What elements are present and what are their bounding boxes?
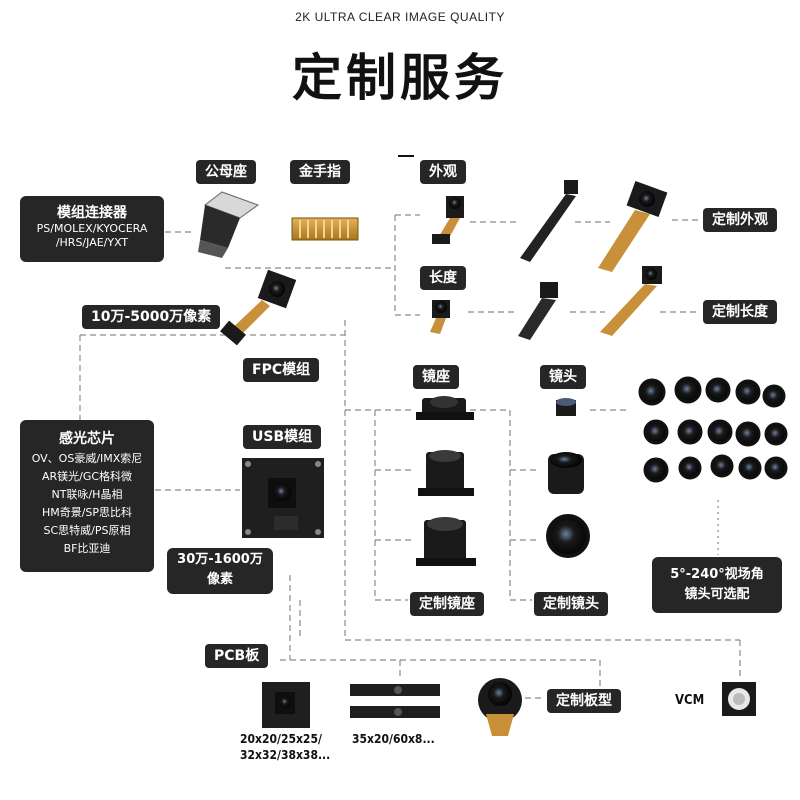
lens-images [546,398,590,558]
label-pcb-board: PCB板 [205,644,269,668]
sensor-box-line: HM奇景/SP思比科 [41,506,133,519]
sensor-box-line: OV、OS豪威/IMX索尼 [31,452,143,465]
label-lens-holder: 镜座 [413,365,459,389]
connector-box-title: 模组连接器 [57,205,127,221]
label-custom-lens: 定制镜头 [534,592,608,616]
pcb-square-sizes-line1: 20x20/25x25/ [240,732,322,746]
fov-line1: 5°-240°视场角 [670,567,764,582]
connector-box-line: /HRS/JAE/YXT [55,236,129,249]
label-custom-board: 定制板型 [547,689,621,713]
label-pixels-fpc: 10万-5000万像素 [82,305,221,329]
usb-module-image [242,458,324,538]
pcb-square-sizes-line2: 32x32/38x38... [240,748,331,762]
sensor-box-line: AR镁光/GC格科微 [41,470,133,483]
lens-grid-images [638,376,788,483]
lens-holder-images [416,396,476,566]
page-title: 定制服务 [292,49,508,107]
label-appearance: 外观 [420,160,466,184]
fov-box: 5°-240°视场角 镜头可选配 [652,557,782,613]
header-subtitle: 2K ULTRA CLEAR IMAGE QUALITY [295,10,505,24]
socket-connector-image [198,191,260,258]
label-fpc-module: FPC模组 [243,358,320,382]
label-usb-module: USB模组 [243,425,322,449]
pcb-board-images [262,678,522,736]
sensor-box-line: SC思特威/PS原相 [43,524,131,537]
sensor-box-title: 感光芯片 [59,431,115,447]
pixels-usb-line1: 30万-1600万 [177,552,263,567]
sensor-chip-box: 感光芯片 OV、OS豪威/IMX索尼 AR镁光/GC格科微 NT联咏/H晶相 H… [20,420,154,572]
pcb-strip-sizes: 35x20/60x8... [352,732,435,746]
label-custom-lens-holder: 定制镜座 [410,592,484,616]
label-lens: 镜头 [540,365,586,389]
connector-box: 模组连接器 PS/MOLEX/KYOCERA /HRS/JAE/YXT [20,196,164,262]
label-gold-finger: 金手指 [290,160,350,184]
vcm-image [722,682,756,716]
label-vcm: VCM [675,693,705,708]
fov-line2: 镜头可选配 [684,587,750,602]
connector-box-line: PS/MOLEX/KYOCERA [36,222,148,235]
label-custom-appearance: 定制外观 [703,208,777,232]
fpc-module-image [220,269,297,346]
connector-lines [79,155,741,699]
sensor-box-line: BF比亚迪 [63,542,111,555]
gold-finger-image [291,217,359,241]
appearance-module-images [432,180,668,272]
label-custom-length: 定制长度 [703,300,777,324]
sensor-box-line: NT联咏/H晶相 [51,488,123,501]
label-pixels-usb: 30万-1600万 像素 [167,548,273,594]
pixels-usb-line2: 像素 [206,572,233,587]
label-length: 长度 [420,266,466,290]
label-female-male-socket: 公母座 [196,160,256,184]
length-module-images [430,266,662,340]
